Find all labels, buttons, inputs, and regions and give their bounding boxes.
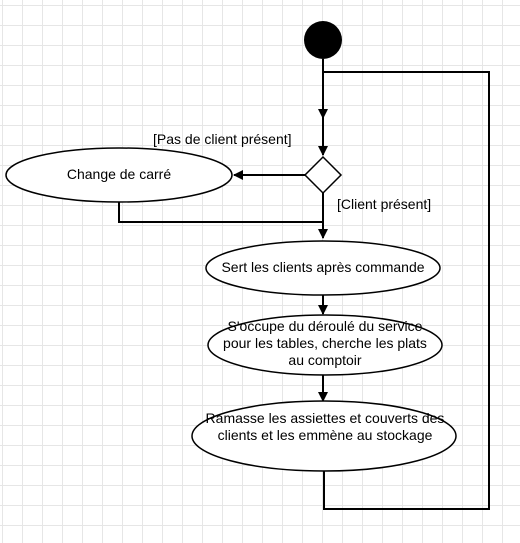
ramasse-label: Ramasse les assiettes et couverts des cl… [205,410,445,443]
guard-client-present: [Client présent] [337,196,432,212]
decision-diamond [303,155,343,195]
flow-loop-back [323,71,490,510]
start-node [304,21,342,59]
guard-pas-de-client: [Pas de client présent] [153,131,292,147]
flow-change-to-merge [118,202,323,223]
occupe-node [207,314,443,376]
occupe-label: S'occupe du déroulé du service pour les … [223,318,427,368]
sert-clients-label: Sert les clients après commande [221,259,425,275]
change-carre-label: Change de carré [66,166,172,182]
